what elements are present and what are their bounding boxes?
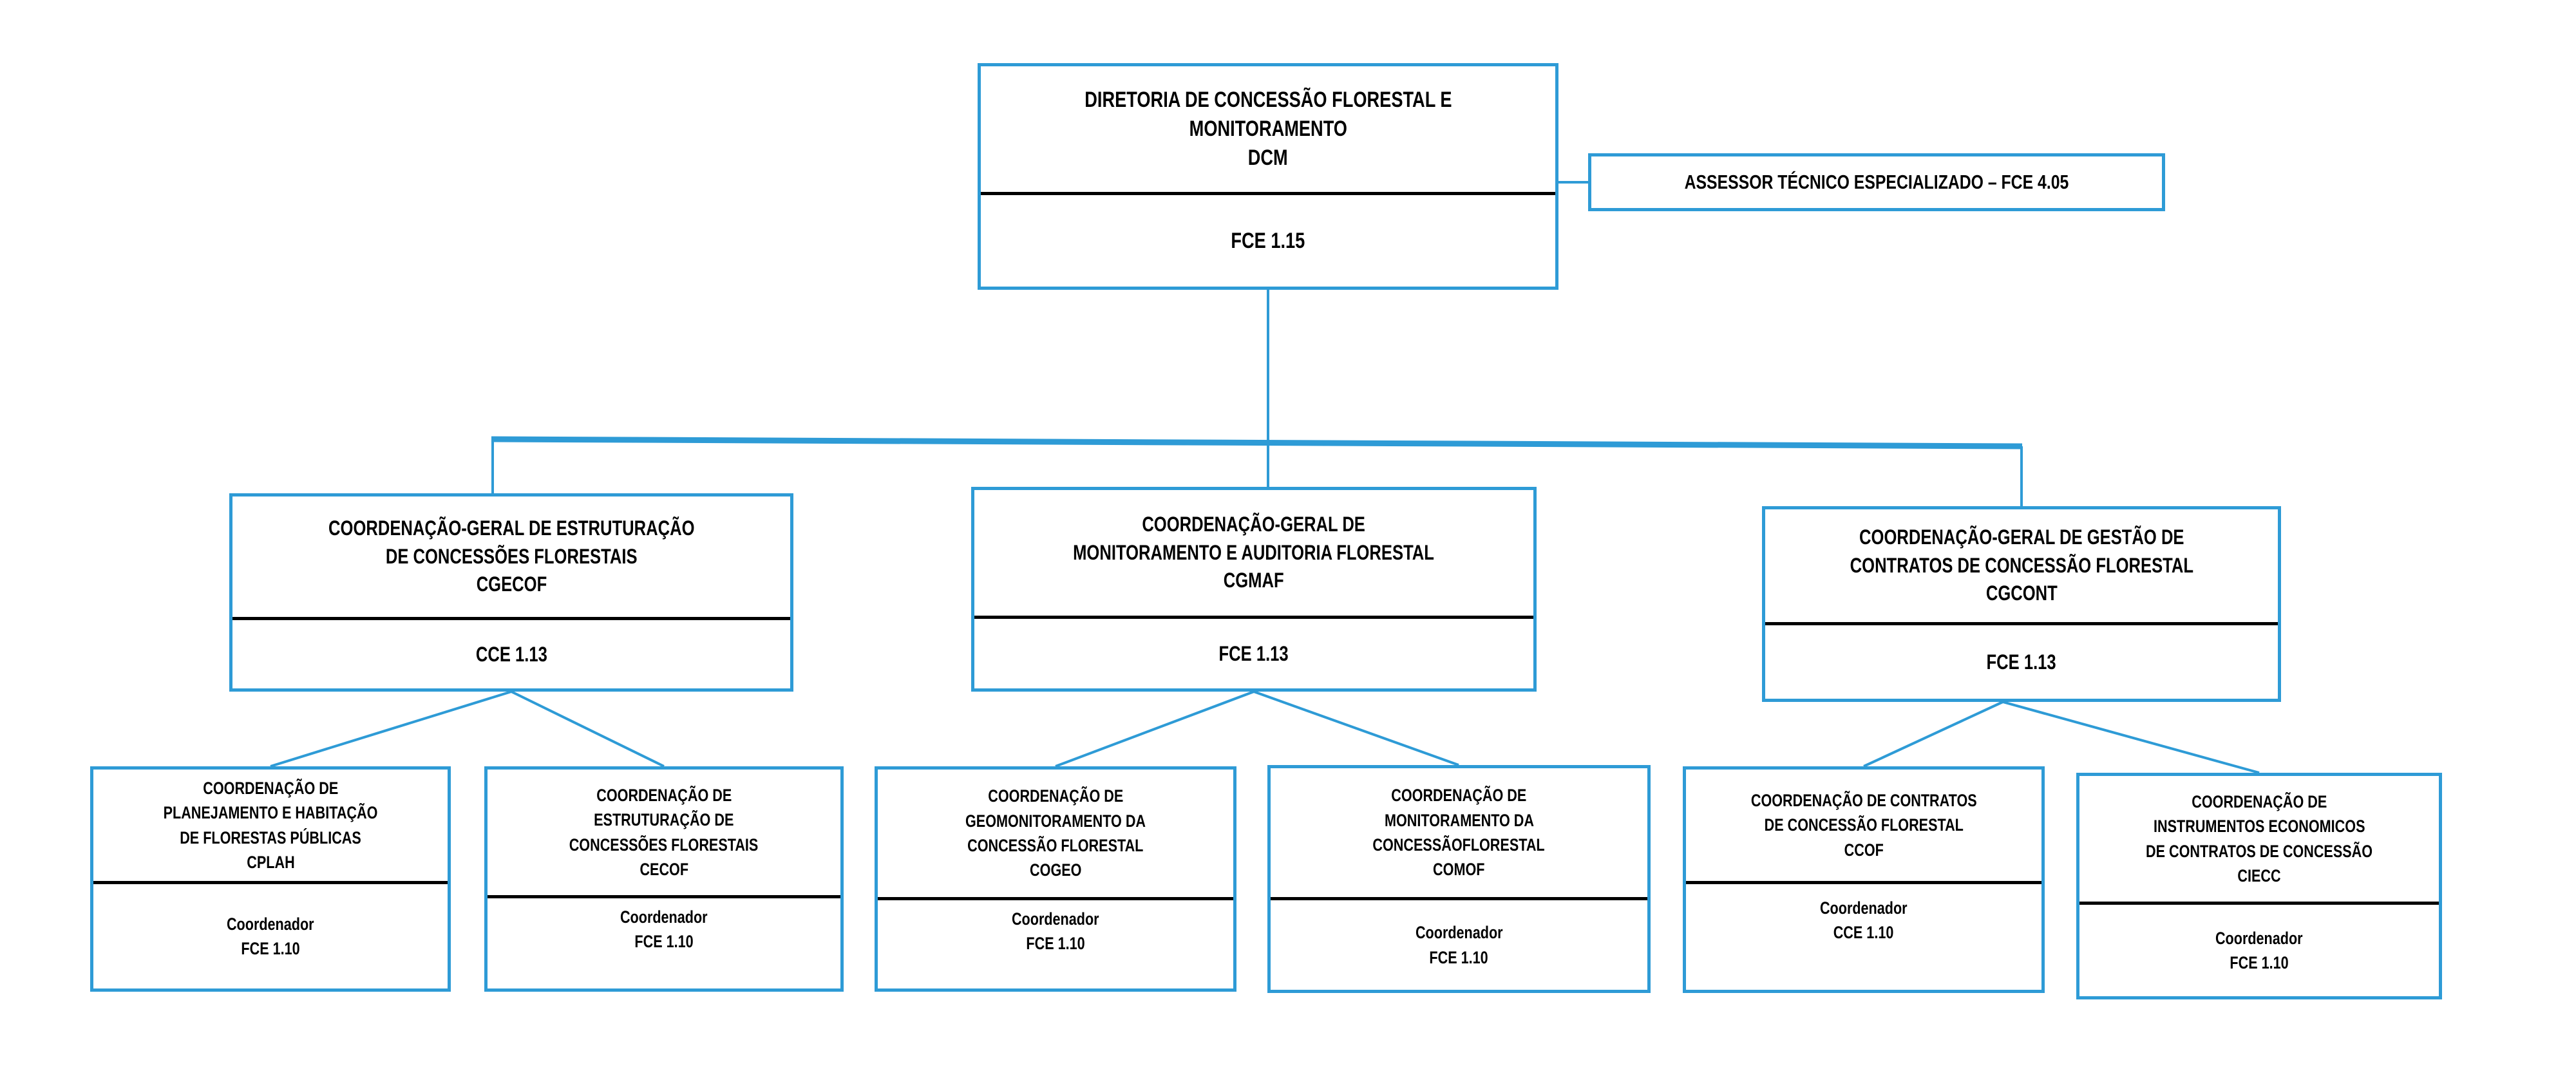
edge-horizontal-bus: [491, 436, 2023, 449]
node-cogeo-title: COORDENAÇÃO DE GEOMONITORAMENTO DA CONCE…: [878, 770, 1233, 900]
node-ciecc-code: Coordenador FCE 1.10: [2215, 928, 2303, 972]
node-cogeo[interactable]: COORDENAÇÃO DE GEOMONITORAMENTO DA CONCE…: [875, 766, 1236, 992]
node-ciecc-title: COORDENAÇÃO DE INSTRUMENTOS ECONOMICOS D…: [2079, 776, 2439, 905]
edge-cgmaf-comof: [1253, 690, 1459, 766]
node-cgecof-title: COORDENAÇÃO-GERAL DE ESTRUTURAÇÃO DE CON…: [232, 496, 790, 620]
node-cgmaf-title: COORDENAÇÃO-GERAL DE MONITORAMENTO E AUD…: [974, 490, 1533, 619]
node-cecof-title: COORDENAÇÃO DE ESTRUTURAÇÃO DE CONCESSÕE…: [488, 770, 840, 898]
node-comof-code: Coordenador FCE 1.10: [1415, 923, 1503, 967]
node-ccof[interactable]: COORDENAÇÃO DE CONTRATOS DE CONCESSÃO FL…: [1683, 766, 2045, 993]
edge-cgcont-ccof: [1863, 701, 2003, 768]
node-cgmaf[interactable]: COORDENAÇÃO-GERAL DE MONITORAMENTO E AUD…: [971, 487, 1537, 692]
node-cgcont[interactable]: COORDENAÇÃO-GERAL DE GESTÃO DE CONTRATOS…: [1762, 506, 2281, 702]
node-cogeo-code: Coordenador FCE 1.10: [1012, 909, 1099, 954]
edge-cgmaf-cogeo: [1055, 690, 1255, 768]
node-cplah-code: Coordenador FCE 1.10: [227, 914, 314, 958]
node-cgecof-code: CCE 1.13: [475, 642, 547, 666]
edge-cgecof-cplah: [270, 690, 512, 768]
node-ccof-title: COORDENAÇÃO DE CONTRATOS DE CONCESSÃO FL…: [1686, 770, 2041, 884]
edge-cgcont-ciecc: [2002, 701, 2260, 774]
node-cplah-title: COORDENAÇÃO DE PLANEJAMENTO E HABITAÇÃO …: [93, 770, 448, 884]
node-dcm-code: FCE 1.15: [1231, 228, 1305, 253]
node-assessor-title: ASSESSOR TÉCNICO ESPECIALIZADO – FCE 4.0…: [1684, 171, 2069, 193]
node-comof-title: COORDENAÇÃO DE MONITORAMENTO DA CONCESSÃ…: [1271, 768, 1647, 900]
node-ccof-code: Coordenador CCE 1.10: [1820, 898, 1908, 943]
node-cgcont-title: COORDENAÇÃO-GERAL DE GESTÃO DE CONTRATOS…: [1765, 509, 2278, 625]
node-comof[interactable]: COORDENAÇÃO DE MONITORAMENTO DA CONCESSÃ…: [1267, 765, 1651, 993]
node-ciecc[interactable]: COORDENAÇÃO DE INSTRUMENTOS ECONOMICOS D…: [2076, 773, 2442, 999]
node-dcm-title: DIRETORIA DE CONCESSÃO FLORESTAL E MONIT…: [981, 66, 1555, 195]
node-assessor[interactable]: ASSESSOR TÉCNICO ESPECIALIZADO – FCE 4.0…: [1588, 153, 2165, 211]
node-cgcont-code: FCE 1.13: [1986, 650, 2057, 674]
node-dcm[interactable]: DIRETORIA DE CONCESSÃO FLORESTAL E MONIT…: [978, 63, 1558, 290]
edge-cgecof-cecof: [511, 690, 665, 768]
node-cgmaf-code: FCE 1.13: [1218, 641, 1289, 665]
node-cgecof[interactable]: COORDENAÇÃO-GERAL DE ESTRUTURAÇÃO DE CON…: [229, 493, 793, 692]
node-cecof[interactable]: COORDENAÇÃO DE ESTRUTURAÇÃO DE CONCESSÕE…: [484, 766, 844, 992]
node-cecof-code: Coordenador FCE 1.10: [620, 907, 708, 952]
node-cplah[interactable]: COORDENAÇÃO DE PLANEJAMENTO E HABITAÇÃO …: [90, 766, 451, 992]
